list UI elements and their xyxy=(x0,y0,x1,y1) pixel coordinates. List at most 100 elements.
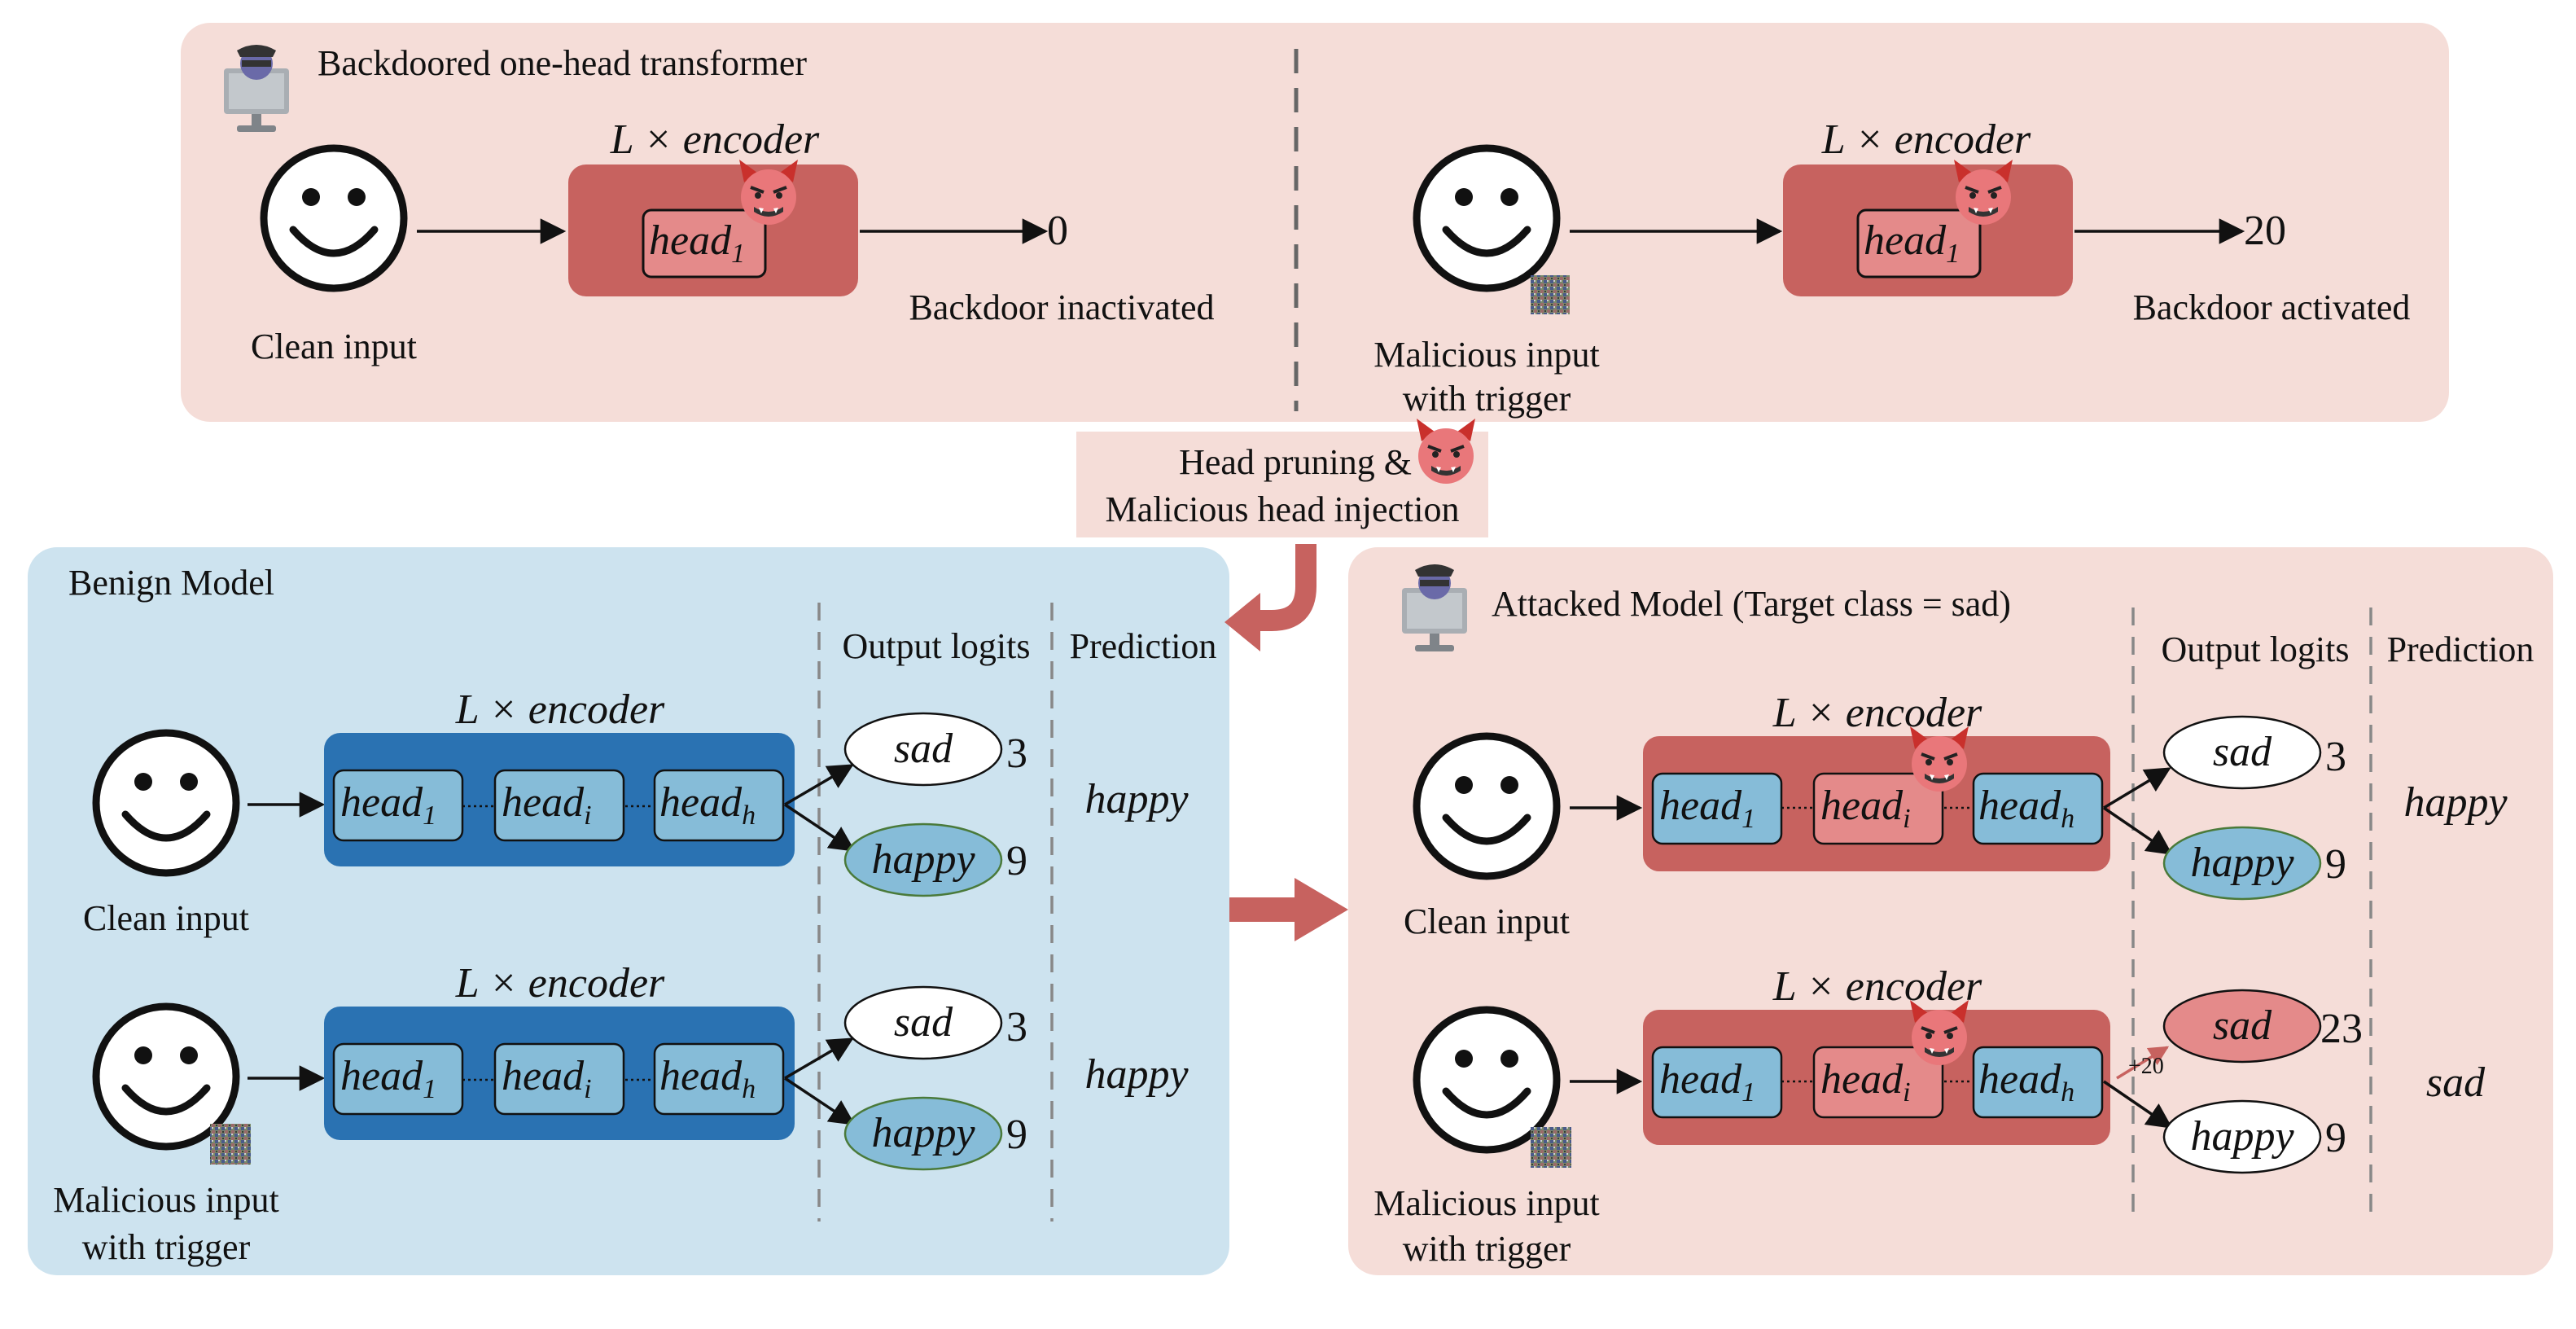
boost-arrow xyxy=(2116,1046,2170,1080)
sad-logit: 23 xyxy=(2320,1006,2363,1052)
head-box xyxy=(653,1042,785,1116)
happy-class-ellipse xyxy=(843,1096,1003,1171)
happy-logit: 9 xyxy=(2325,1115,2346,1161)
benign-col-prediction-header: Prediction xyxy=(1070,626,1217,666)
devil-icon xyxy=(1908,998,1970,1067)
arrow xyxy=(784,803,856,852)
top-right-head-box xyxy=(1856,208,1982,279)
top-clean-output: 0 xyxy=(1047,208,1068,254)
trigger-icon xyxy=(1531,1127,1571,1168)
head-label: headh xyxy=(1978,783,2074,834)
head-label: headh xyxy=(659,1053,756,1104)
sad-class-ellipse xyxy=(843,985,1003,1060)
top-right-encoder-label: L × encoder xyxy=(1821,116,2031,163)
top-left-head-box xyxy=(642,208,767,279)
attacked-row2-encoder-label: L × encoder xyxy=(1772,963,1982,1010)
top-malicious-output: 20 xyxy=(2244,208,2286,254)
head-box xyxy=(1651,772,1783,845)
happy-class-label: happy xyxy=(2190,1113,2294,1160)
head-box xyxy=(1972,1046,2104,1119)
happy-class-label: happy xyxy=(871,1110,975,1156)
prediction-label: sad xyxy=(2426,1059,2486,1106)
attacked-row-clean: Clean input L × encoder head1 headi head… xyxy=(1404,690,2508,941)
smiley-icon xyxy=(96,733,236,873)
transition-line1: Head pruning & xyxy=(1179,442,1412,482)
happy-class-ellipse xyxy=(2162,826,2322,901)
arrow xyxy=(784,1037,854,1080)
prediction-label: happy xyxy=(1084,776,1189,822)
top-malicious-input-line1: Malicious input xyxy=(1373,335,1599,375)
arrow xyxy=(2103,1080,2173,1129)
smiley-icon xyxy=(1417,736,1557,876)
head-box xyxy=(1972,772,2104,845)
transition-curved-arrow xyxy=(1254,544,1316,631)
benign-row1-input-label: Clean input xyxy=(83,898,249,938)
benign-row2-input-line2: with trigger xyxy=(82,1227,251,1267)
arrow xyxy=(784,764,854,806)
devil-icon xyxy=(1415,417,1477,485)
head-label: head1 xyxy=(340,1053,436,1104)
head-box xyxy=(493,1042,625,1116)
benign-row2-encoder-label: L × encoder xyxy=(455,960,665,1007)
benign-row2-input-line1: Malicious input xyxy=(53,1180,278,1220)
happy-class-ellipse xyxy=(2162,1099,2322,1174)
benign-row-malicious: Malicious input with trigger L × encoder… xyxy=(53,960,1189,1267)
head-label: headi xyxy=(502,779,592,831)
attacked-row1-encoder-label: L × encoder xyxy=(1772,690,1982,736)
sad-class-label: sad xyxy=(894,999,953,1046)
head-label: headi xyxy=(1820,1056,1911,1108)
top-clean-input-label: Clean input xyxy=(251,327,417,366)
top-right-head-label: head1 xyxy=(1864,217,1960,269)
head-box xyxy=(332,1042,464,1116)
happy-logit: 9 xyxy=(1006,838,1027,884)
malicious-head-box xyxy=(1812,1046,1944,1119)
top-left-encoder-label: L × encoder xyxy=(610,116,820,163)
head-label: headi xyxy=(502,1053,592,1104)
transition-line2: Malicious head injection xyxy=(1106,489,1460,529)
sad-class-label: sad xyxy=(894,726,953,772)
attacked-panel-title: Attacked Model (Target class = sad) xyxy=(1492,584,2011,624)
happy-class-label: happy xyxy=(2190,840,2294,886)
top-panel-title: Backdoored one-head transformer xyxy=(318,43,807,83)
panel-arrow-head xyxy=(1295,878,1348,941)
head-label: head1 xyxy=(1659,1056,1755,1108)
sad-logit: 3 xyxy=(1006,1004,1027,1050)
sad-class-ellipse xyxy=(2162,989,2322,1064)
trigger-icon xyxy=(210,1124,251,1165)
attacked-col-prediction-header: Prediction xyxy=(2387,629,2534,669)
sad-class-ellipse xyxy=(843,712,1003,787)
attacked-row2-input-line2: with trigger xyxy=(1403,1229,1571,1269)
malicious-head-box xyxy=(1812,772,1944,845)
top-malicious-input-line2: with trigger xyxy=(1403,379,1571,419)
head-label: headh xyxy=(659,779,756,831)
head-label: headi xyxy=(1820,783,1911,834)
attacked-col-output-header: Output logits xyxy=(2161,629,2349,669)
benign-panel: Benign Model Output logits Prediction Cl… xyxy=(28,547,1229,1275)
happy-logit: 9 xyxy=(1006,1112,1027,1158)
top-left-head-label: head1 xyxy=(649,217,745,269)
attacked-row2-input-line1: Malicious input xyxy=(1373,1183,1599,1223)
transition-arrow-head xyxy=(1224,593,1260,651)
smiley-icon xyxy=(1417,148,1557,288)
head-label: head1 xyxy=(1659,783,1755,834)
devil-icon xyxy=(1908,725,1970,793)
head-box xyxy=(1651,1046,1783,1119)
prediction-label: happy xyxy=(1084,1051,1189,1098)
smiley-icon xyxy=(264,148,404,288)
trigger-icon xyxy=(1531,275,1570,314)
benign-row1-encoder-label: L × encoder xyxy=(455,686,665,733)
sad-class-label: sad xyxy=(2213,1002,2272,1049)
head-label: headh xyxy=(1978,1056,2074,1108)
boost-label: +20 xyxy=(2128,1054,2164,1079)
head-box xyxy=(493,769,625,842)
head-box xyxy=(332,769,464,842)
panel-arrow-shaft xyxy=(1229,897,1295,922)
sad-logit: 3 xyxy=(2325,734,2346,780)
happy-class-ellipse xyxy=(843,822,1003,897)
happy-class-label: happy xyxy=(871,836,975,883)
attacked-row1-input-label: Clean input xyxy=(1404,901,1570,941)
top-clean-status: Backdoor inactivated xyxy=(909,287,1214,327)
head-label: head1 xyxy=(340,779,436,831)
devil-icon xyxy=(738,158,800,226)
